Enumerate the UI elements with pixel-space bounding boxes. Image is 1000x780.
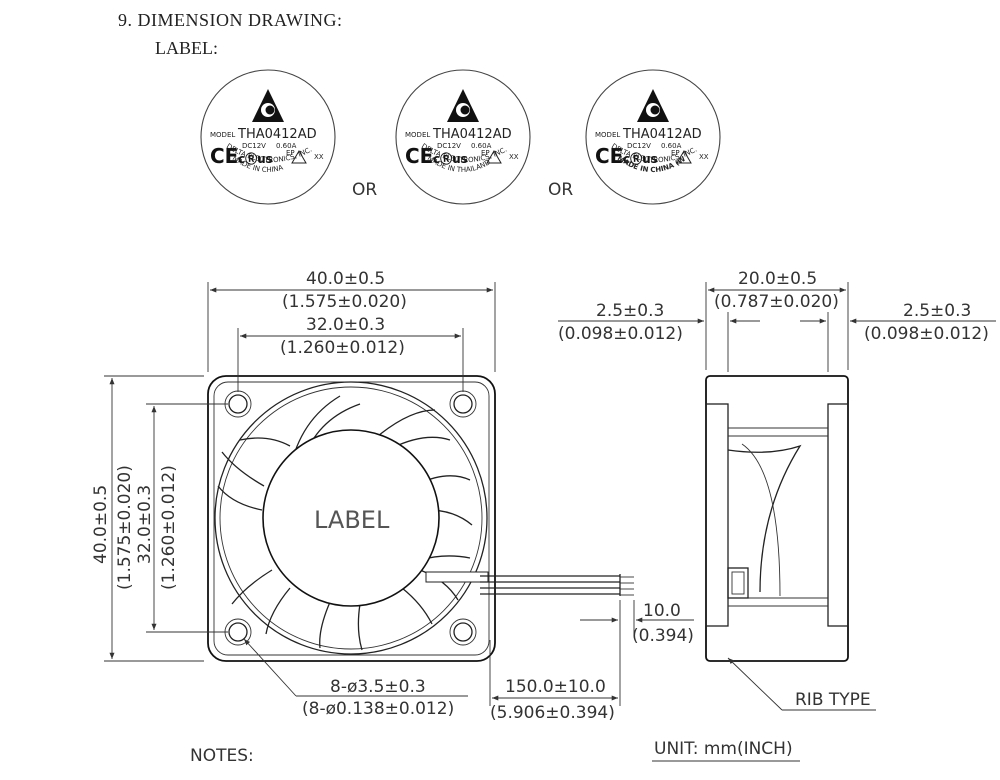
flange-left-mm: 2.5±0.3 xyxy=(596,301,664,321)
depth-dimension-mm: 20.0±0.5 xyxy=(738,269,817,289)
notes-label: NOTES: xyxy=(190,746,254,766)
ce-mark: CE xyxy=(405,144,433,168)
flange-left-in: (0.098±0.012) xyxy=(558,324,683,344)
mounting-hole xyxy=(453,394,473,414)
height-dimension-mm: 40.0±0.5 xyxy=(91,485,111,564)
hole-spacing-in: (1.260±0.012) xyxy=(280,338,405,358)
mounting-hole xyxy=(228,394,248,414)
label-model-prefix: MODEL xyxy=(210,131,235,139)
or-separator-2: OR xyxy=(548,180,573,200)
strip-length-mm: 10.0 xyxy=(643,601,681,621)
front-view: LABEL 40.0±0.5 (1.575±0.020) 32.0±0.3 (1… xyxy=(91,269,694,723)
fan-venturi xyxy=(214,381,488,655)
label-voltage: DC12V xyxy=(627,142,651,150)
mounting-hole xyxy=(228,622,248,642)
hub-label-text: LABEL xyxy=(314,506,390,534)
label-ep: EP xyxy=(286,149,295,157)
label-heading: LABEL: xyxy=(155,38,218,58)
flange-right-mm: 2.5±0.3 xyxy=(903,301,971,321)
label-model: THA0412AD xyxy=(432,127,512,142)
label-ep: EP xyxy=(671,149,680,157)
ce-mark: CE xyxy=(595,144,623,168)
vertical-hole-spacing-mm: 32.0±0.3 xyxy=(135,485,155,564)
side-view: 20.0±0.5 (0.787±0.020) 2.5±0.3 (0.098±0.… xyxy=(558,269,996,711)
label-voltage: DC12V xyxy=(242,142,266,150)
lead-wires xyxy=(425,571,634,596)
width-dimension-mm: 40.0±0.5 xyxy=(306,269,385,289)
label-current: 0.60A xyxy=(471,142,492,150)
ul-mark: cⓇus xyxy=(623,151,658,166)
width-dimension-in: (1.575±0.020) xyxy=(282,292,407,312)
side-frame xyxy=(705,375,849,662)
fan-hub xyxy=(262,429,440,607)
side-blade xyxy=(727,444,802,593)
warning-triangle-icon xyxy=(486,150,502,164)
section-heading: 9. DIMENSION DRAWING: xyxy=(118,10,343,30)
label-current: 0.60A xyxy=(661,142,682,150)
label-xx: XX xyxy=(509,153,519,161)
depth-dimension-in: (0.787±0.020) xyxy=(714,292,839,312)
lead-length-in: (5.906±0.394) xyxy=(490,703,615,723)
label-ep: EP xyxy=(481,149,490,157)
vertical-hole-spacing-in: (1.260±0.012) xyxy=(159,465,179,590)
ce-mark: CE xyxy=(210,144,238,168)
hole-callout-in: (8-ø0.138±0.012) xyxy=(302,699,454,719)
height-dimension-in: (1.575±0.020) xyxy=(115,465,135,590)
label-model: THA0412AD xyxy=(622,127,702,142)
label-model-prefix: MODEL xyxy=(595,131,620,139)
warning-triangle-icon xyxy=(676,150,692,164)
label-xx: XX xyxy=(314,153,324,161)
lead-length-mm: 150.0±10.0 xyxy=(505,677,606,697)
label-variant-1: MODEL THA0412AD DC12V 0.60A EP CE cⓇus X… xyxy=(200,69,336,205)
flange-right-in: (0.098±0.012) xyxy=(864,324,989,344)
label-model-prefix: MODEL xyxy=(405,131,430,139)
strip-length-in: (0.394) xyxy=(632,626,694,646)
label-variant-3: MODEL THA0412AD DC12V 0.60A EP CE cⓇus X… xyxy=(585,69,721,205)
rib-type-label: RIB TYPE xyxy=(795,690,871,710)
ul-mark: cⓇus xyxy=(433,151,468,166)
label-voltage: DC12V xyxy=(437,142,461,150)
label-model: THA0412AD xyxy=(237,127,317,142)
label-xx: XX xyxy=(699,153,709,161)
label-current: 0.60A xyxy=(276,142,297,150)
hole-spacing-mm: 32.0±0.3 xyxy=(306,315,385,335)
hole-callout-mm: 8-ø3.5±0.3 xyxy=(330,677,426,697)
ul-mark: cⓇus xyxy=(238,151,273,166)
or-separator-1: OR xyxy=(352,180,377,200)
warning-triangle-icon xyxy=(291,150,307,164)
unit-label: UNIT: mm(INCH) xyxy=(654,739,793,759)
fan-frame xyxy=(207,375,496,662)
label-variant-2: MODEL THA0412AD DC12V 0.60A EP CE cⓇus X… xyxy=(395,69,531,205)
mounting-hole xyxy=(453,622,473,642)
